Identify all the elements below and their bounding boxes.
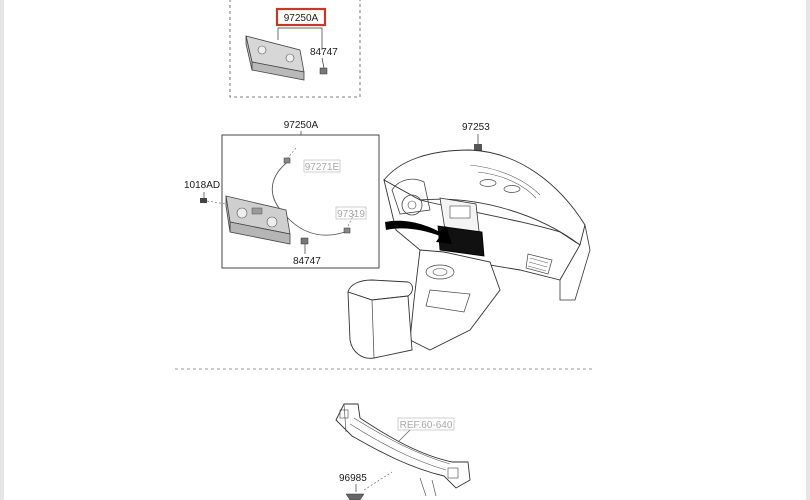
control-panel-top [245, 35, 305, 81]
leader-84747-top [321, 57, 325, 69]
install-arrow [385, 220, 452, 244]
label-96985[interactable]: 96985 [339, 473, 367, 484]
box-ref [397, 417, 455, 431]
screw-leader [206, 200, 227, 205]
cable-leader-b [347, 209, 357, 227]
frame-edge-left [0, 0, 4, 500]
box-97319 [335, 206, 367, 220]
sensor-97253 [474, 144, 482, 151]
label-84747-top[interactable]: 84747 [310, 47, 338, 58]
top-variant-group: 97250A 84747 [229, 0, 361, 98]
highlight-box [275, 7, 327, 27]
label-1018AD[interactable]: 1018AD [184, 180, 220, 191]
label-97253[interactable]: 97253 [462, 122, 490, 133]
label-84747-mid[interactable]: 84747 [293, 256, 321, 267]
label-97250A-mid[interactable]: 97250A [284, 120, 319, 131]
leader-96985-b [363, 471, 393, 491]
box-97271E [303, 159, 341, 173]
label-ref[interactable]: REF.60-640 [400, 420, 453, 431]
frame-edge-right [806, 0, 810, 500]
screw-1018AD [200, 198, 207, 203]
cable-end-b [343, 227, 351, 234]
label-97250A-top[interactable]: 97250A [284, 13, 319, 24]
bottom-beam-group: REF.60-640 96985 [335, 403, 471, 500]
clip-84747-top [319, 67, 328, 75]
top-dashed-box [229, 0, 361, 98]
cable-end-a [283, 157, 291, 164]
control-panel-mid [225, 195, 291, 245]
leader-bracket-top [277, 27, 323, 50]
dashboard-illustration: 97253 [347, 122, 591, 359]
label-97271E[interactable]: 97271E [305, 162, 340, 173]
clip-84747-mid [300, 237, 309, 245]
middle-box [221, 134, 380, 269]
middle-assembly-group: 97250A 97271E 97319 1018AD 84747 [184, 120, 380, 269]
horn-96985 [345, 493, 365, 500]
label-97319[interactable]: 97319 [337, 209, 365, 220]
